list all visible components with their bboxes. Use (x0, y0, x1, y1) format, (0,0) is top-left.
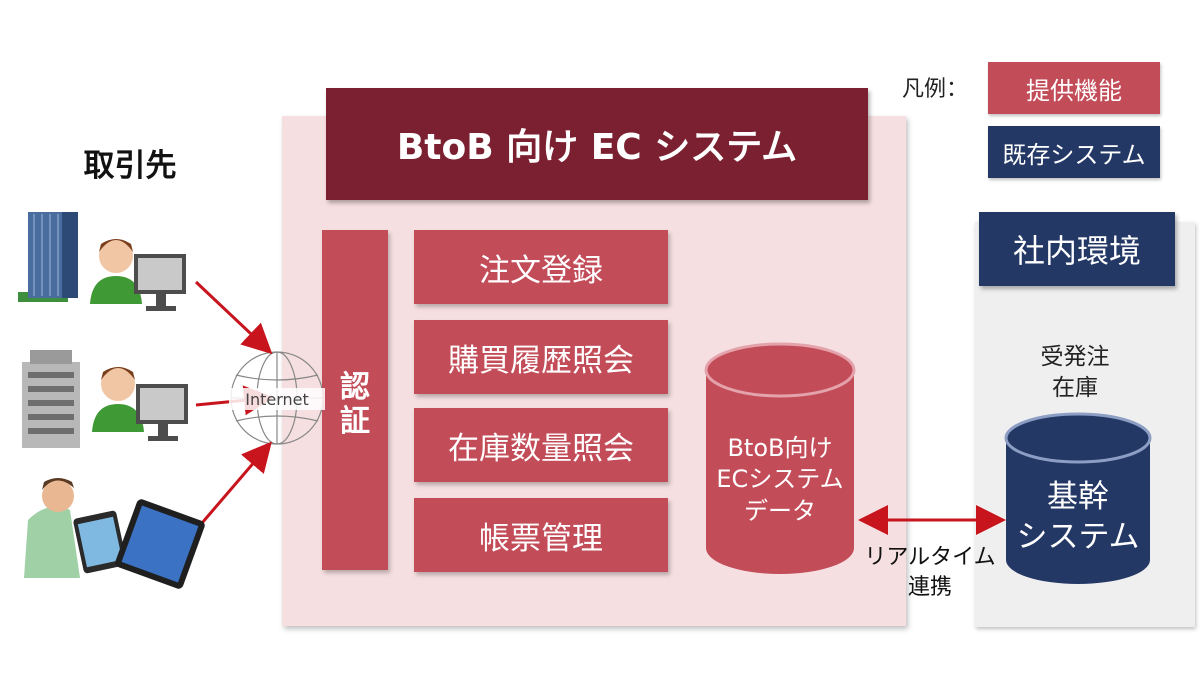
tablet-icon (115, 499, 205, 589)
person-icon (90, 239, 142, 304)
auth-label: 認 証 (340, 369, 370, 439)
person-icon (92, 367, 144, 432)
function-report-management: 帳票管理 (414, 498, 668, 572)
legend-label: 凡例： (902, 77, 969, 102)
monitor-icon (136, 384, 188, 441)
office-building-icon (22, 350, 80, 448)
intranet-title: 社内環境 (979, 212, 1175, 286)
function-purchase-history: 購買履歴照会 (414, 320, 668, 394)
building-icon (18, 212, 78, 302)
legend-existing: 既存システム (988, 126, 1160, 178)
function-stock-inquiry: 在庫数量照会 (414, 408, 668, 482)
auth-bar (322, 230, 388, 570)
realtime-link-label: リアルタイム 連携 (864, 545, 996, 600)
legend-provided: 提供機能 (988, 62, 1160, 114)
core-system-label: 基幹 システム (1016, 478, 1140, 555)
database-icon (704, 342, 856, 574)
internet-label: Internet (229, 388, 325, 410)
ec-database-label: BtoB向け ECシステム データ (716, 434, 844, 525)
function-order-registration: 注文登録 (414, 230, 668, 304)
partners-label: 取引先 (83, 147, 177, 184)
core-system-database-icon (1004, 412, 1152, 584)
intranet-data-label: 受発注 在庫 (1040, 343, 1110, 401)
person-with-phone-icon (24, 478, 80, 578)
monitor-icon (134, 254, 186, 311)
ec-system-title: BtoB 向け EC システム (326, 88, 868, 200)
smartphone-icon (73, 510, 127, 574)
